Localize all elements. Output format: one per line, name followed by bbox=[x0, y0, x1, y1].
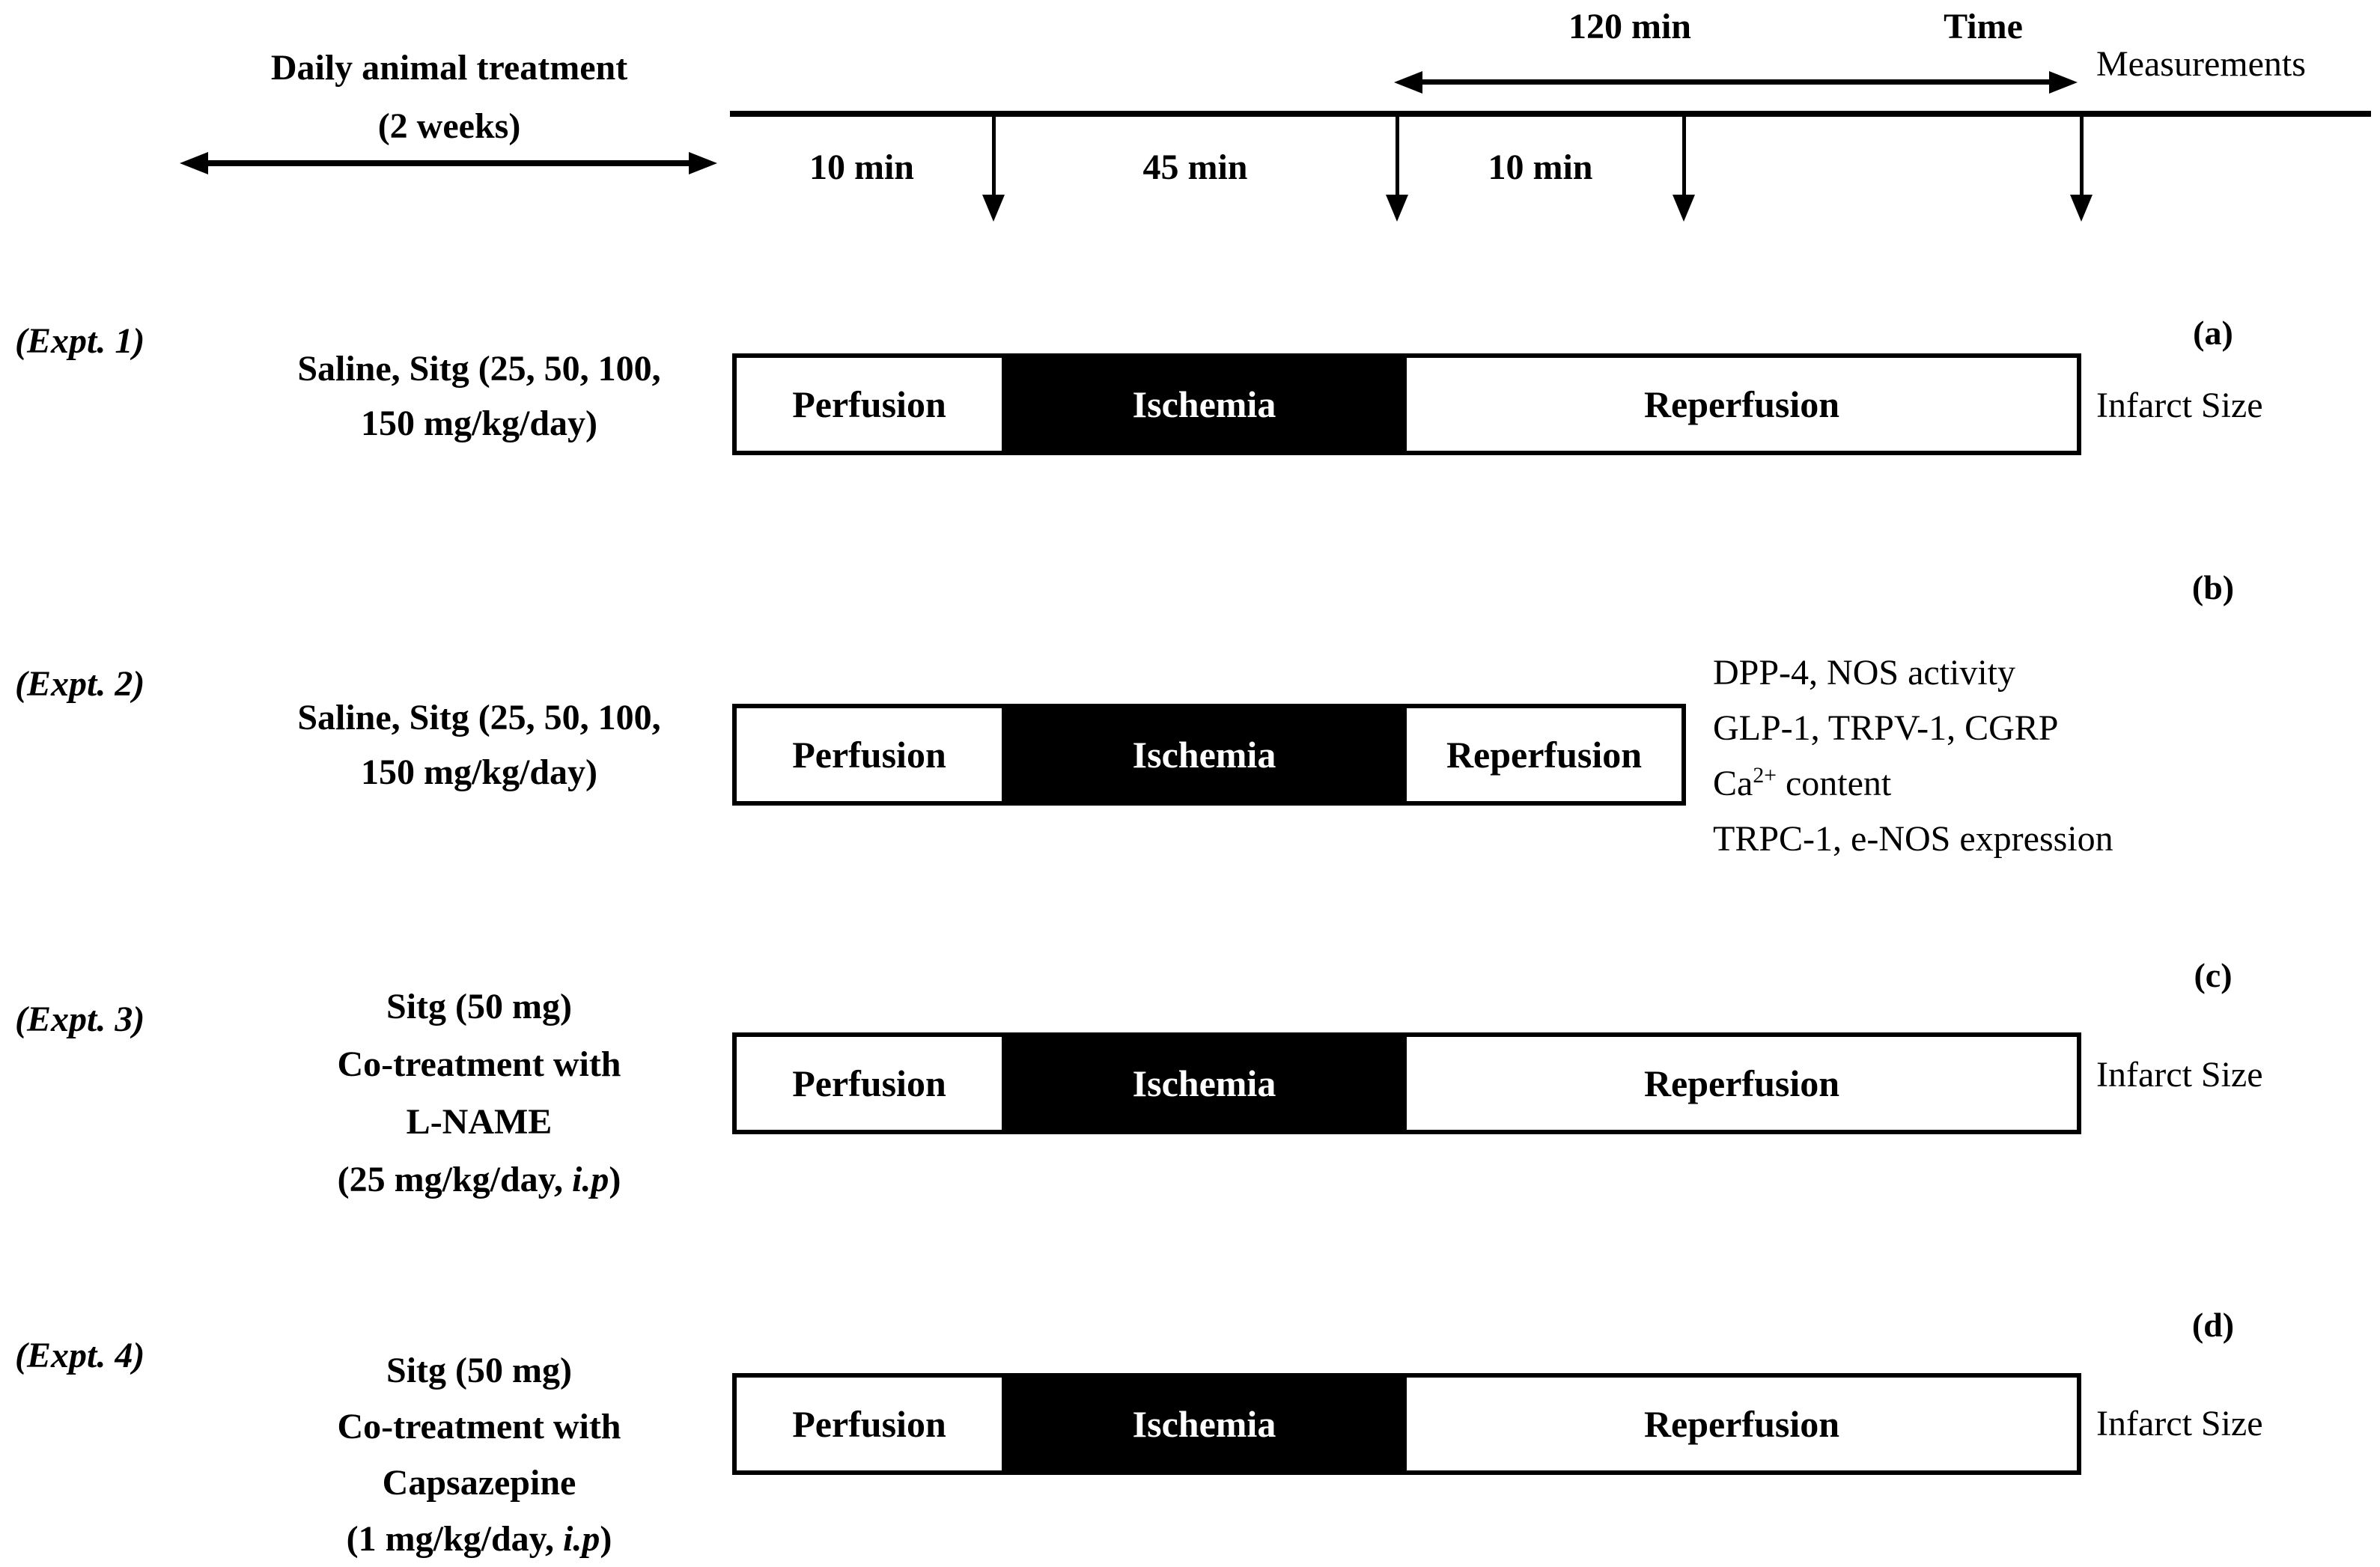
time-axis-label: Time bbox=[1944, 7, 2023, 46]
span-duration-label: 120 min bbox=[1568, 7, 1691, 46]
treatment-line: L-NAME bbox=[406, 1102, 553, 1142]
phase-segment-reperfusion: Reperfusion bbox=[1407, 708, 1681, 801]
panel-label-c: (c) bbox=[2194, 956, 2233, 994]
interval-label-perfusion: 10 min bbox=[809, 147, 914, 187]
experiment-2-outcome-list: DPP-4, NOS activity GLP-1, TRPV-1, CGRP … bbox=[1713, 645, 2113, 867]
treatment-line: Sitg (50 mg) bbox=[386, 1351, 572, 1390]
panel-label-d: (d) bbox=[2191, 1306, 2235, 1344]
phase-segment-ischemia: Ischemia bbox=[1002, 358, 1407, 451]
experiment-3-outcome: Infarct Size bbox=[2096, 1055, 2263, 1095]
phase-segment-ischemia: Ischemia bbox=[1002, 1378, 1407, 1470]
treatment-dose-line: (1 mg/kg/day, i.p) bbox=[346, 1519, 612, 1559]
reperfusion-span-arrow-icon bbox=[1394, 71, 2078, 94]
treatment-line: Saline, Sitg (25, 50, 100, bbox=[297, 698, 661, 737]
phase-segment-perfusion: Perfusion bbox=[737, 358, 1002, 451]
phase-segment-ischemia: Ischemia bbox=[1002, 1037, 1407, 1130]
daily-treatment-line1: Daily animal treatment bbox=[270, 48, 628, 88]
experiment-2-treatment: Saline, Sitg (25, 50, 100, 150 mg/kg/day… bbox=[225, 690, 734, 800]
measurements-label: Measurements bbox=[2096, 44, 2306, 84]
experiment-1-outcome: Infarct Size bbox=[2096, 386, 2263, 425]
arrow-line bbox=[201, 160, 696, 166]
panel-label-a: (a) bbox=[2193, 314, 2233, 352]
timeline-tick-arrow-icon bbox=[2070, 117, 2093, 222]
timeline-axis bbox=[730, 111, 2371, 117]
phase-segment-reperfusion: Reperfusion bbox=[1407, 1378, 2077, 1470]
outcome-line: DPP-4, NOS activity bbox=[1713, 653, 2016, 693]
interval-label-early-reperfusion: 10 min bbox=[1488, 147, 1593, 187]
arrowhead-right-icon bbox=[689, 152, 717, 174]
protocol-bar-expt3: Perfusion Ischemia Reperfusion bbox=[732, 1032, 2081, 1134]
timeline-tick-arrow-icon bbox=[1386, 117, 1408, 222]
phase-segment-reperfusion: Reperfusion bbox=[1407, 1037, 2077, 1130]
experiment-4-treatment: Sitg (50 mg) Co-treatment with Capsazepi… bbox=[225, 1342, 734, 1567]
experiment-4-outcome: Infarct Size bbox=[2096, 1404, 2263, 1443]
phase-segment-ischemia: Ischemia bbox=[1002, 708, 1407, 801]
treatment-line: 150 mg/kg/day) bbox=[360, 752, 598, 792]
daily-treatment-span-arrow-icon bbox=[180, 152, 717, 174]
protocol-bar-expt4: Perfusion Ischemia Reperfusion bbox=[732, 1373, 2081, 1475]
daily-treatment-label: Daily animal treatment (2 weeks) bbox=[180, 39, 719, 156]
experiment-1-treatment: Saline, Sitg (25, 50, 100, 150 mg/kg/day… bbox=[225, 341, 734, 451]
treatment-line: 150 mg/kg/day) bbox=[360, 404, 598, 443]
phase-segment-perfusion: Perfusion bbox=[737, 1037, 1002, 1130]
experiment-1-id: (Expt. 1) bbox=[15, 321, 145, 361]
phase-segment-perfusion: Perfusion bbox=[737, 708, 1002, 801]
outcome-line: Ca2+ content bbox=[1713, 763, 1892, 803]
daily-treatment-line2: (2 weeks) bbox=[377, 106, 521, 146]
superscript: 2+ bbox=[1753, 763, 1777, 788]
experiment-4-id: (Expt. 4) bbox=[15, 1336, 145, 1375]
experiment-3-id: (Expt. 3) bbox=[15, 999, 145, 1039]
panel-label-b: (b) bbox=[2191, 568, 2235, 606]
interval-label-ischemia: 45 min bbox=[1142, 147, 1248, 187]
arrowhead-right-icon bbox=[2049, 71, 2078, 94]
treatment-line: Co-treatment with bbox=[337, 1407, 621, 1446]
phase-segment-reperfusion: Reperfusion bbox=[1407, 358, 2077, 451]
experiment-2-id: (Expt. 2) bbox=[15, 664, 145, 704]
treatment-line: Capsazepine bbox=[382, 1463, 576, 1503]
treatment-line: Co-treatment with bbox=[337, 1044, 621, 1084]
protocol-bar-expt1: Perfusion Ischemia Reperfusion bbox=[732, 353, 2081, 455]
arrow-line bbox=[1415, 79, 2057, 85]
treatment-line: Saline, Sitg (25, 50, 100, bbox=[297, 349, 661, 389]
treatment-dose-line: (25 mg/kg/day, i.p) bbox=[337, 1160, 621, 1199]
outcome-line: TRPC-1, e-NOS expression bbox=[1713, 819, 2113, 859]
outcome-line: GLP-1, TRPV-1, CGRP bbox=[1713, 708, 2059, 748]
protocol-bar-expt2: Perfusion Ischemia Reperfusion bbox=[732, 704, 1686, 806]
treatment-line: Sitg (50 mg) bbox=[386, 987, 572, 1026]
timeline-tick-arrow-icon bbox=[1673, 117, 1695, 222]
timeline-tick-arrow-icon bbox=[982, 117, 1005, 222]
phase-segment-perfusion: Perfusion bbox=[737, 1378, 1002, 1470]
experiment-3-treatment: Sitg (50 mg) Co-treatment with L-NAME (2… bbox=[225, 978, 734, 1208]
